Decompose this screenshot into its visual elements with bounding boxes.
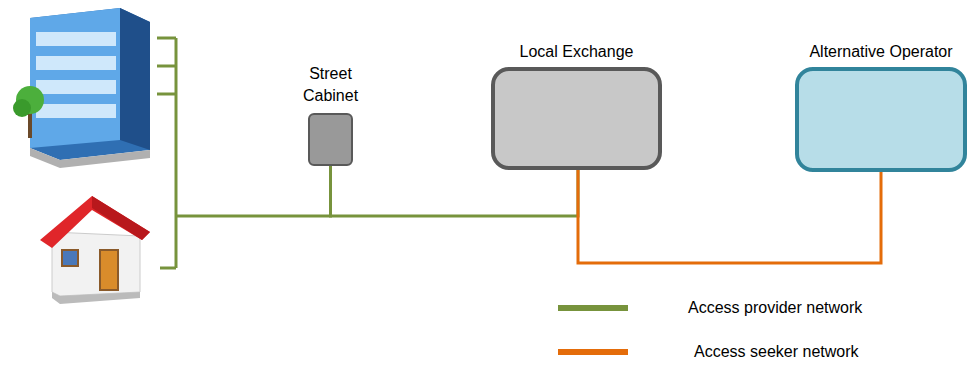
office-building bbox=[13, 8, 150, 168]
node-label: Street Cabinet bbox=[296, 63, 366, 107]
alternative-operator: Alternative Operator bbox=[795, 67, 967, 172]
network-link bbox=[331, 166, 579, 216]
street-cabinet: Street Cabinet bbox=[308, 113, 353, 166]
node-label: Alternative Operator bbox=[809, 41, 952, 63]
node-label: Local Exchange bbox=[520, 41, 634, 63]
legend-swatch bbox=[558, 349, 628, 355]
local-exchange: Local Exchange bbox=[491, 67, 662, 170]
network-link bbox=[578, 170, 881, 263]
legend-row: Access provider network bbox=[558, 296, 862, 320]
provider-wiring bbox=[157, 38, 332, 268]
legend-text: Access provider network bbox=[688, 299, 862, 317]
legend-row: Access seeker network bbox=[558, 340, 859, 364]
legend-text: Access seeker network bbox=[694, 343, 859, 361]
house bbox=[40, 196, 150, 304]
legend-swatch bbox=[558, 305, 628, 311]
